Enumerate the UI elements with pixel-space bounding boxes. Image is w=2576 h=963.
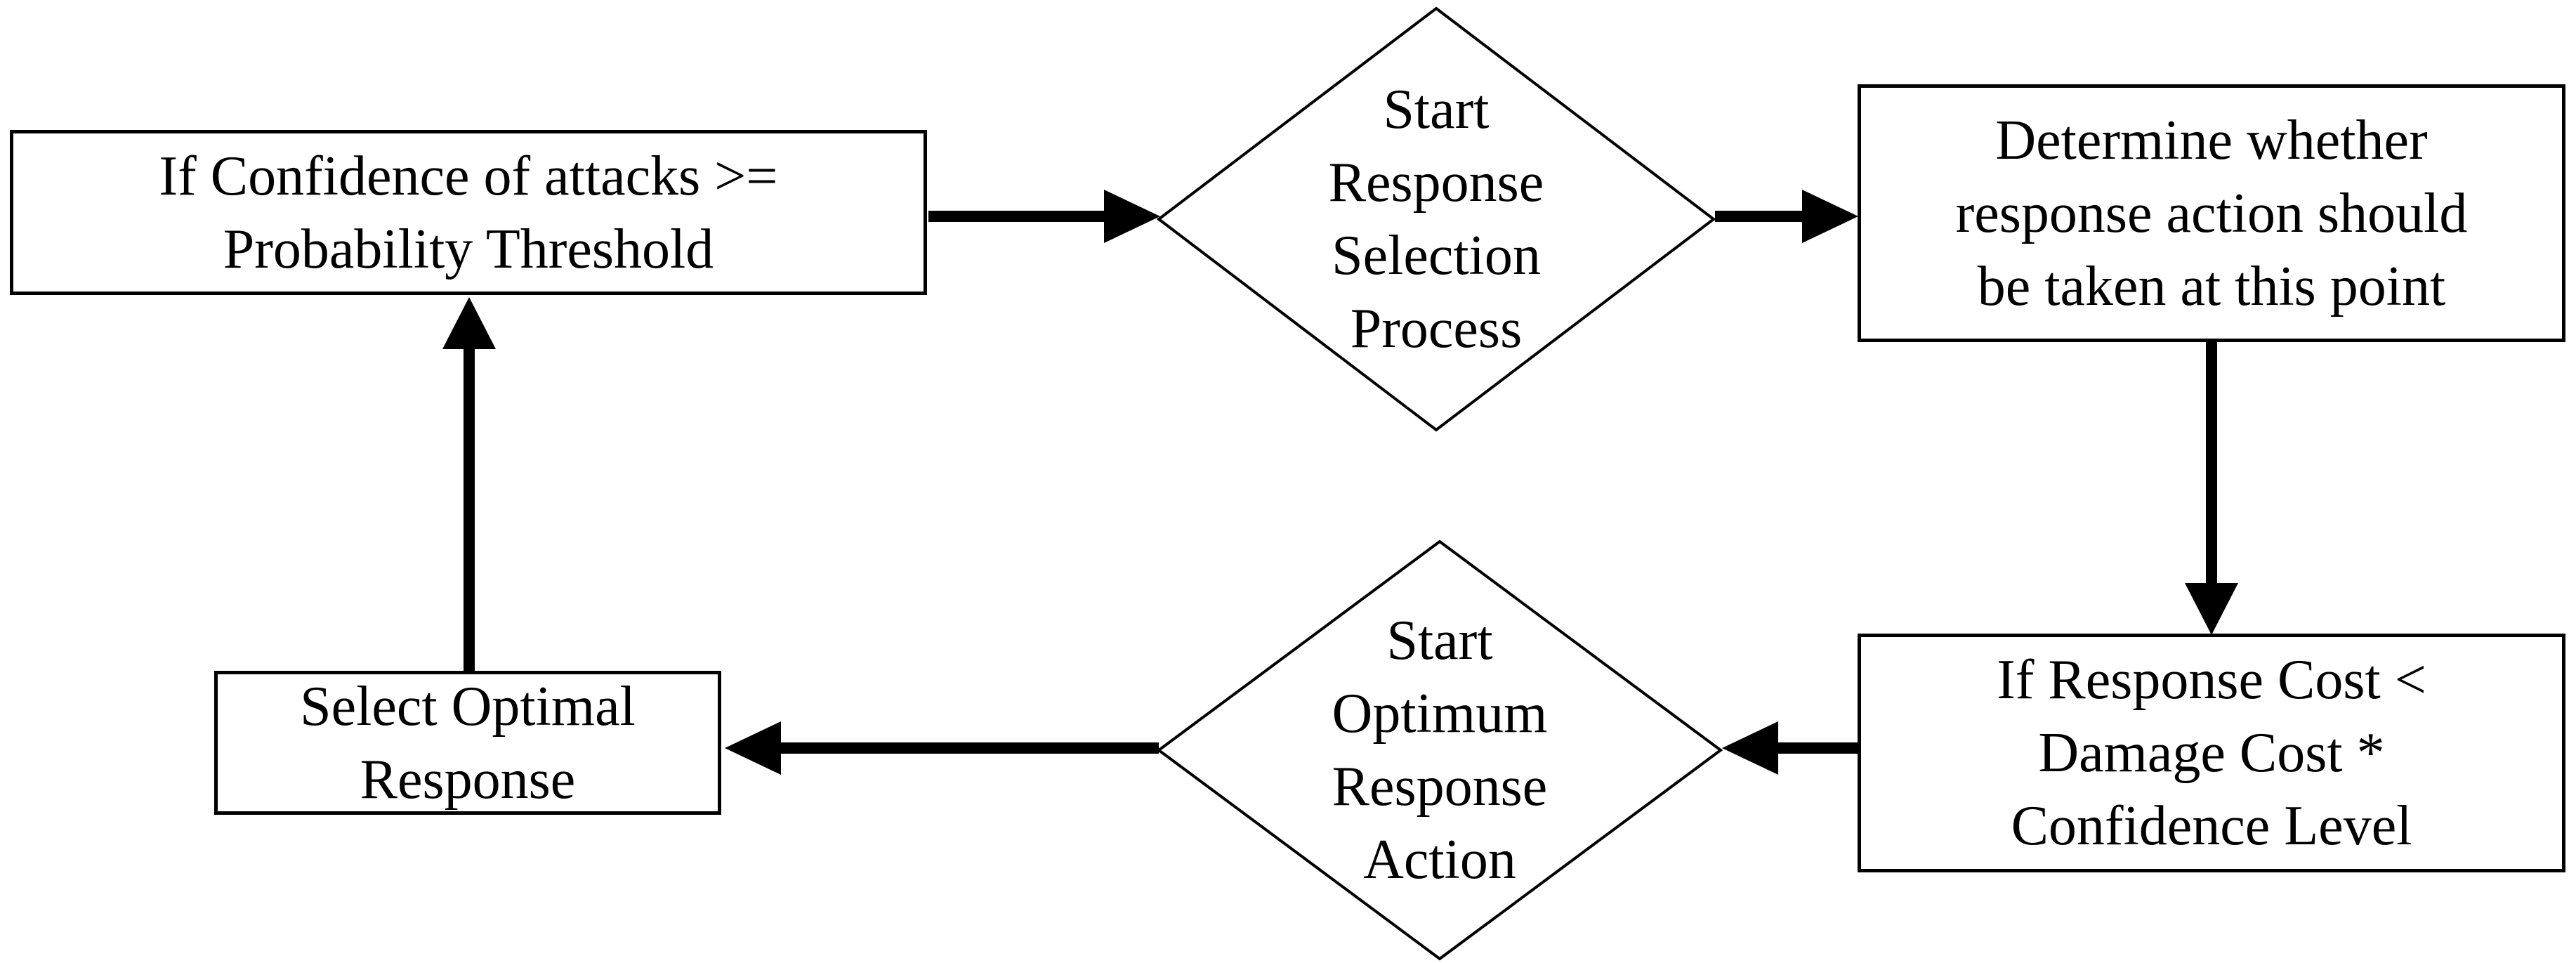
arrow-determine-to-cost <box>2185 342 2238 635</box>
node-select-optimal-response: Select Optimal Response <box>214 671 721 815</box>
arrow-optimum-to-select <box>725 721 1159 775</box>
node-determine-action: Determine whether response action should… <box>1858 84 2565 342</box>
node-confidence-check: If Confidence of attacks >= Probability … <box>10 130 927 295</box>
node-start-response-selection-label: Start Response Selection Process <box>1328 79 1544 360</box>
arrow-selection-to-determine <box>1715 190 1858 243</box>
arrow-select-to-confidence <box>442 297 496 671</box>
arrowhead-right-icon <box>1104 190 1160 243</box>
arrow-confidence-to-selection <box>928 190 1160 243</box>
arrowhead-up-icon <box>442 297 496 349</box>
arrowhead-down-icon <box>2185 583 2238 635</box>
arrow-cost-to-optimum <box>1722 721 1858 775</box>
node-response-cost-check: If Response Cost < Damage Cost * Confide… <box>1858 634 2565 872</box>
arrowhead-right-icon <box>1802 190 1858 243</box>
node-start-optimum-response-label: Start Optimum Response Action <box>1332 610 1548 891</box>
arrowhead-left-icon <box>1722 721 1778 775</box>
diamond-start-optimum-response <box>1156 539 1723 961</box>
arrowhead-left-icon <box>725 721 781 775</box>
diamond-start-response-selection <box>1156 6 1716 432</box>
